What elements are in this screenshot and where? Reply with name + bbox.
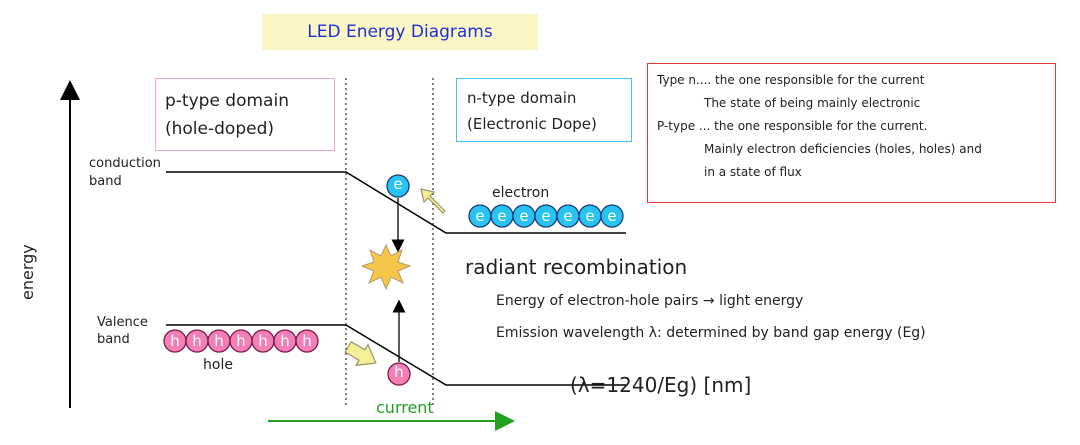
note-line5: in a state of flux [704, 165, 802, 179]
svg-text:h: h [302, 332, 312, 350]
conduction-band-label-1: conduction [89, 156, 161, 171]
recombination-heading: radiant recombination [465, 255, 688, 279]
hole-label: hole [203, 357, 233, 373]
valence-band [166, 324, 626, 386]
electron-symbol: e [393, 175, 403, 193]
note-line3: P-type ... the one responsible for the c… [657, 119, 928, 133]
valence-band-label-1: Valence [97, 315, 148, 330]
svg-text:h: h [214, 332, 224, 350]
svg-text:h: h [236, 332, 246, 350]
p-type-domain-box: p-type domain (hole-doped) [155, 78, 335, 151]
electron-row [468, 204, 624, 228]
svg-text:e: e [585, 207, 594, 225]
hole-particle [387, 362, 411, 386]
current-label: current [376, 398, 434, 417]
electron-injection-arrow [420, 188, 446, 214]
svg-text:h: h [258, 332, 268, 350]
svg-text:h: h [192, 332, 202, 350]
diagram-title: LED Energy Diagrams [262, 14, 538, 50]
p-type-line1: p-type domain [165, 91, 289, 111]
hole-row [163, 329, 319, 353]
conduction-band [166, 171, 626, 234]
recombination-line2: Emission wavelength λ: determined by ban… [496, 325, 926, 341]
explanation-box: Type n.... the one responsible for the c… [647, 63, 1056, 203]
electron-particle [386, 174, 410, 198]
conduction-band-label-2: band [89, 174, 122, 189]
svg-text:e: e [563, 207, 572, 225]
hole-injection-arrow [344, 340, 377, 367]
svg-text:e: e [607, 207, 616, 225]
n-type-domain-box: n-type domain (Electronic Dope) [456, 78, 632, 142]
svg-text:e: e [519, 207, 528, 225]
note-line4: Mainly electron deficiencies (holes, hol… [704, 142, 982, 156]
n-type-line2: (Electronic Dope) [467, 115, 597, 133]
svg-text:e: e [541, 207, 550, 225]
energy-axis-label: energy [18, 244, 37, 300]
wavelength-formula: (λ=1240/Eg) [nm] [570, 373, 752, 397]
electron-label: electron [492, 185, 550, 201]
p-type-line2: (hole-doped) [165, 119, 274, 139]
valence-band-label-2: band [97, 332, 130, 347]
recombination-line1: Energy of electron-hole pairs → light en… [496, 293, 804, 309]
hole-symbol: h [394, 363, 404, 381]
note-line1: Type n.... the one responsible for the c… [657, 73, 925, 87]
light-burst-icon [360, 243, 412, 291]
note-line2: The state of being mainly electronic [704, 96, 921, 110]
n-type-line1: n-type domain [467, 89, 577, 107]
svg-text:h: h [170, 332, 180, 350]
svg-text:h: h [280, 332, 290, 350]
svg-text:e: e [475, 207, 484, 225]
svg-text:e: e [497, 207, 506, 225]
